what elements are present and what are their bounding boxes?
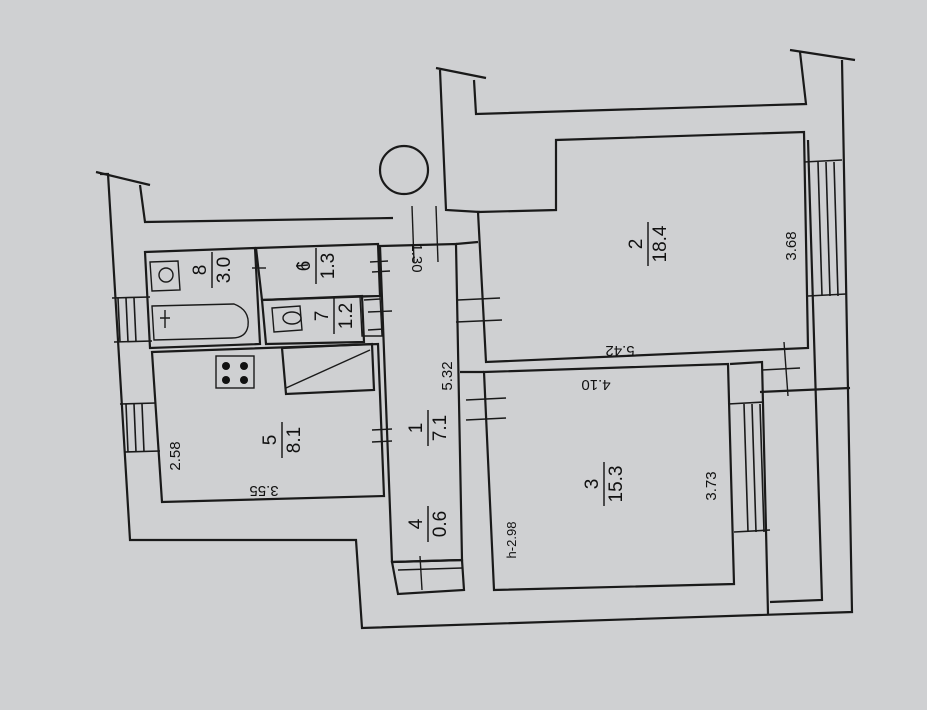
room-number: 7 <box>312 311 333 322</box>
room-label-4: 4 0.6 <box>406 506 451 542</box>
dimension-label: 5.42 <box>605 342 634 359</box>
dimension-label: 4.10 <box>581 376 610 393</box>
room-number: 4 <box>406 518 427 529</box>
room-area: 8.1 <box>284 427 305 453</box>
dimension-label: 1.30 <box>408 243 425 272</box>
room-area: 1.2 <box>336 303 357 329</box>
bathtub-icon <box>151 303 249 341</box>
ceiling-height-label: h-2.98 <box>504 522 519 559</box>
stove-icon <box>215 355 255 389</box>
sink-icon <box>359 295 383 337</box>
room-label-7: 7 1.2 <box>312 298 357 334</box>
room-label-1: 1 7.1 <box>406 410 451 446</box>
room-labels: 2 18.4 3 15.3 1 7.1 4 0.6 5 8.1 6 1.3 <box>190 222 671 542</box>
dimension-label: 2.58 <box>167 441 184 470</box>
window-room-3 <box>727 401 771 533</box>
room-number: 8 <box>190 265 211 276</box>
room-label-5: 5 8.1 <box>260 422 305 458</box>
room-area: 1.3 <box>318 253 339 279</box>
toilet-icon <box>271 305 303 333</box>
room-area: 3.0 <box>214 257 235 283</box>
room-area: 0.6 <box>430 511 451 537</box>
fixtures <box>149 144 430 389</box>
room-area: 7.1 <box>430 415 451 441</box>
window-kitchen <box>119 402 161 453</box>
dimension-labels: 1.30 5.32 5.42 3.68 4.10 3.73 2.58 3.55 … <box>167 231 800 558</box>
room-number: 2 <box>626 239 647 250</box>
room-number: 5 <box>260 435 281 446</box>
room-number: 6 <box>294 261 315 272</box>
room-label-3: 3 15.3 <box>582 462 627 506</box>
window-room-2 <box>803 159 847 297</box>
room-area: 15.3 <box>606 466 627 503</box>
room-number: 3 <box>582 479 603 490</box>
room-label-2: 2 18.4 <box>626 222 671 266</box>
windows <box>111 159 847 533</box>
outer-walls <box>95 48 856 630</box>
room-number: 1 <box>406 423 427 434</box>
inner-walls <box>143 130 851 615</box>
dimension-label: 3.55 <box>249 482 278 499</box>
window-bath <box>111 296 153 343</box>
chimney-circle-icon <box>378 144 430 196</box>
dimension-label: 3.68 <box>783 231 800 260</box>
dimension-label: 5.32 <box>439 361 456 390</box>
room-label-6: 6 1.3 <box>294 248 339 284</box>
room-label-8: 8 3.0 <box>190 252 235 288</box>
dimension-label: 3.73 <box>703 471 720 500</box>
door-marks <box>252 205 801 591</box>
washbasin-icon <box>149 260 181 292</box>
room-area: 18.4 <box>650 225 671 262</box>
